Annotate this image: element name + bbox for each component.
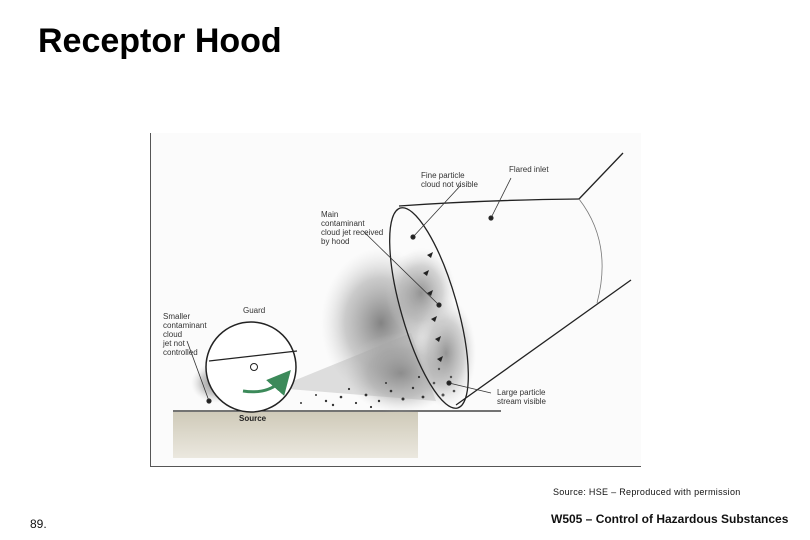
receptor-hood-diagram: Flared inlet Fine particle cloud not vis… (150, 133, 641, 467)
label-main-cloud: Main contaminant cloud jet received by h… (321, 210, 386, 246)
particle-stream (300, 367, 456, 409)
slide-title: Receptor Hood (38, 22, 282, 60)
airflow-arrows (423, 252, 443, 362)
grinding-wheel (205, 321, 298, 413)
receptor-hood (389, 152, 632, 409)
course-footer: W505 – Control of Hazardous Substances (551, 512, 789, 526)
label-fine-particle: Fine particle cloud not visible (421, 171, 478, 189)
page-number: 89. (30, 517, 47, 531)
diagram-svg: Flared inlet Fine particle cloud not vis… (162, 152, 632, 458)
leader-lines (186, 177, 512, 404)
label-flared-inlet: Flared inlet (509, 165, 549, 174)
label-smaller-cloud: Smaller contaminant cloud jet not contro… (162, 312, 209, 357)
label-source: Source (239, 414, 267, 423)
label-large-particle: Large particle stream visible (497, 388, 548, 406)
label-guard: Guard (243, 306, 265, 315)
contaminant-cloud (191, 248, 476, 413)
source-credit: Source: HSE – Reproduced with permission (553, 487, 741, 497)
ground (173, 412, 418, 458)
